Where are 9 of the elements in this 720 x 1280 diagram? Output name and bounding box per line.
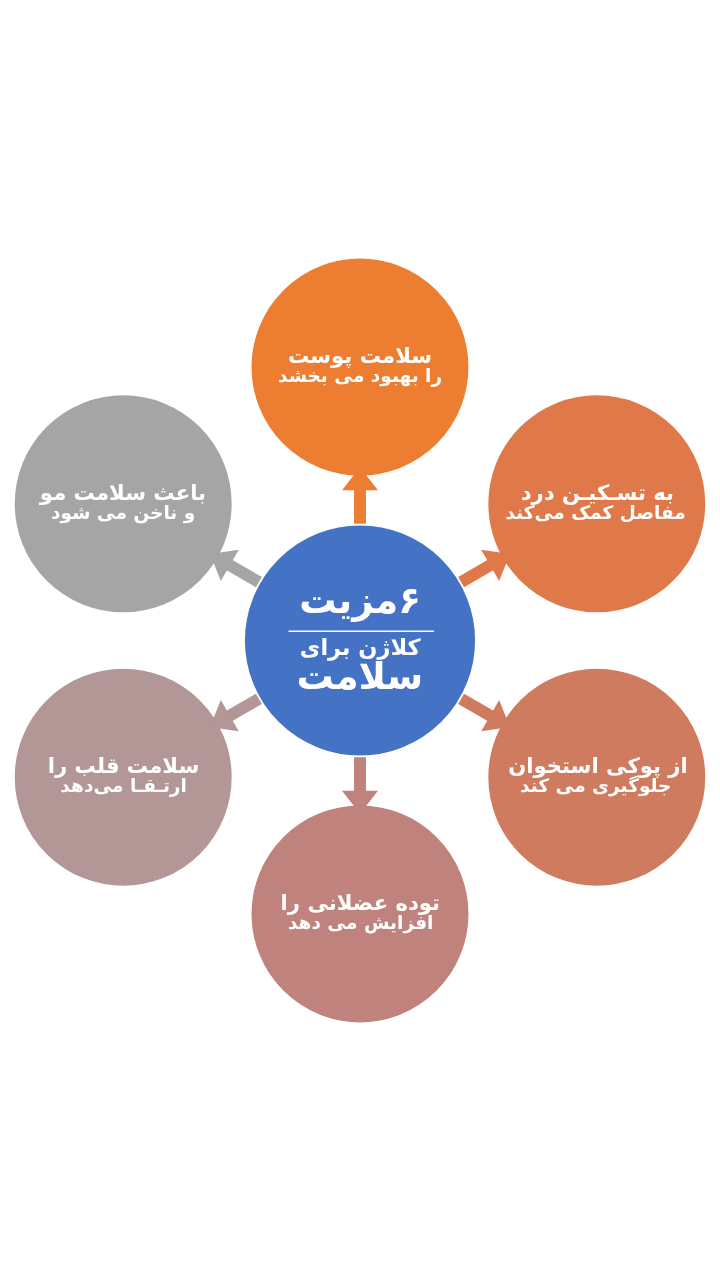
arrow (458, 549, 510, 587)
node-circle: باعث سلامت مو و ناخن می شود (12, 392, 235, 615)
node-circle: سلامت پوست را بهبود می بخشد (248, 255, 472, 478)
node-circle: ۶مزیت کلاژن برای سلامت (242, 522, 478, 758)
node-circle: از پوکی استخوان جلوگیری می کند (485, 665, 708, 888)
node-circle: سلامت قلب را ارتـقـا می‌دهد (12, 665, 235, 888)
arrow (458, 693, 510, 731)
node-circle: توده عضلانی را افزایش می دهد (248, 802, 472, 1025)
node-circle: به تسـکیـن درد مفاصل کمک می‌کند (485, 392, 708, 615)
